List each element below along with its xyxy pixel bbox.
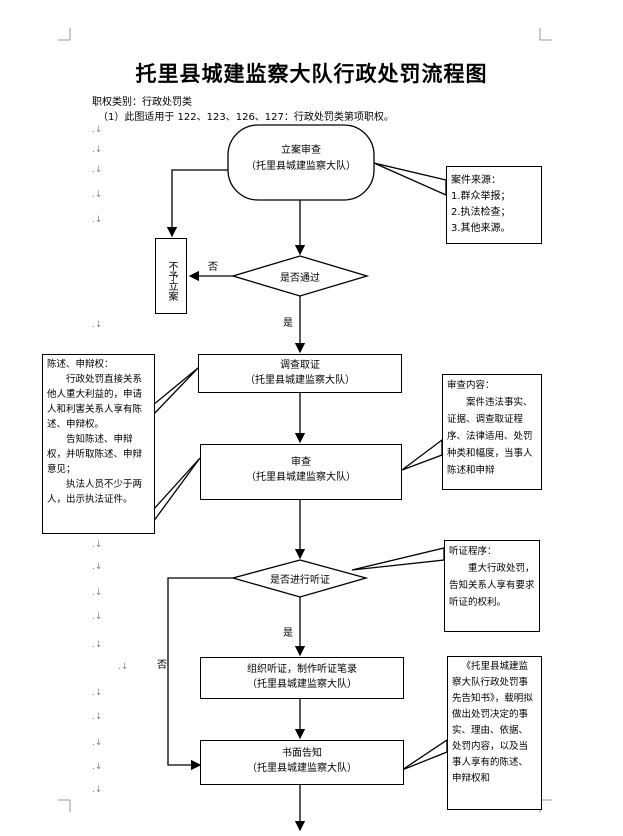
note-hearing-body: 重大行政处罚，告知关系人享有要求听证的权利。 bbox=[449, 563, 535, 608]
reject-node: 不予立案 bbox=[155, 238, 187, 314]
investigate-org: （托里县城建监察大队） bbox=[245, 375, 355, 386]
review-org: （托里县城建监察大队） bbox=[246, 472, 356, 483]
note-review-content: 审查内容： 案件违法事实、证据、调查取证程序、法律适用、处罚种类和幅度，当事人陈… bbox=[442, 374, 542, 490]
hearing-title: 组织听证，制作听证笔录 bbox=[247, 664, 357, 675]
note-case-source-item: 1.群众举报； bbox=[451, 191, 511, 202]
start-shape bbox=[227, 124, 375, 201]
note-hearing-title: 听证程序： bbox=[449, 546, 497, 557]
investigate-title: 调查取证 bbox=[280, 360, 320, 371]
note-defense-title: 陈述、申辩权： bbox=[47, 359, 114, 370]
note-review-body: 案件违法事实、证据、调查取证程序、法律适用、处罚种类和幅度，当事人陈述和申辩 bbox=[447, 397, 533, 476]
hearing-org: （托里县城建监察大队） bbox=[247, 679, 357, 690]
hearing-node: 组织听证，制作听证笔录 （托里县城建监察大队） bbox=[200, 657, 404, 699]
start-node: 立案审查 （托里县城建监察大队） bbox=[228, 143, 374, 175]
note-review-title: 审查内容： bbox=[447, 380, 495, 391]
note-defense-line: 行政处罚直接关系他人重大利益的，申请人和利害关系人享有陈述、申辩权。 bbox=[47, 374, 143, 430]
note-prior-notice-body: 《托里县城建监察大队行政处罚事先告知书》，载明拟做出处罚决定的事实、理由、依据、… bbox=[452, 661, 533, 784]
decision1-node: 是否通过 bbox=[280, 273, 320, 284]
investigate-node: 调查取证 （托里县城建监察大队） bbox=[198, 354, 402, 393]
review-node: 审查 （托里县城建监察大队） bbox=[200, 444, 402, 500]
note-defense-rights: 陈述、申辩权： 行政处罚直接关系他人重大利益的，申请人和利害关系人享有陈述、申辩… bbox=[42, 354, 155, 534]
edge-label-yes-1: 是 bbox=[283, 318, 293, 329]
review-title: 审查 bbox=[291, 457, 311, 468]
edge-label-yes-2: 是 bbox=[283, 628, 293, 639]
note-hearing-procedure: 听证程序： 重大行政处罚，告知关系人享有要求听证的权利。 bbox=[444, 540, 540, 632]
note-case-source-title: 案件来源： bbox=[451, 175, 501, 186]
note-case-source: 案件来源： 1.群众举报； 2.执法检查； 3.其他来源。 bbox=[446, 166, 542, 244]
note-prior-notice: 《托里县城建监察大队行政处罚事先告知书》，载明拟做出处罚决定的事实、理由、依据、… bbox=[447, 656, 542, 810]
note-case-source-item: 2.执法检查； bbox=[451, 207, 511, 218]
category-line: 职权类别：行政处罚类 bbox=[92, 97, 192, 108]
notify-title: 书面告知 bbox=[282, 748, 322, 759]
notify-org: （托里县城建监察大队） bbox=[247, 763, 357, 774]
note-defense-line: 执法人员不少于两人，出示执法证件。 bbox=[47, 479, 143, 505]
start-node-org: （托里县城建监察大队） bbox=[246, 161, 356, 172]
decision2-node: 是否进行听证 bbox=[270, 575, 330, 586]
scope-line: （1）此图适用于 122、123、126、127：行政处罚类第项职权。 bbox=[98, 112, 394, 123]
edge-label-no-2: 否 bbox=[157, 660, 167, 671]
note-case-source-item: 3.其他来源。 bbox=[451, 223, 511, 234]
edge-label-no-1: 否 bbox=[208, 262, 218, 273]
note-defense-line: 告知陈述、申辩权，并听取陈述、申辩意见； bbox=[47, 434, 143, 475]
start-node-title: 立案审查 bbox=[281, 145, 321, 156]
page-title: 托里县城建监察大队行政处罚流程图 bbox=[135, 62, 488, 86]
notify-node: 书面告知 （托里县城建监察大队） bbox=[200, 740, 404, 785]
